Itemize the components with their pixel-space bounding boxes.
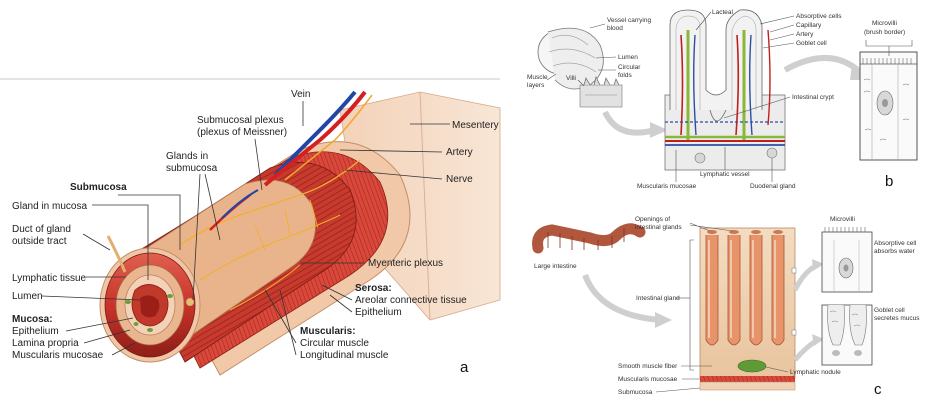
panel-a-tag: a bbox=[460, 359, 469, 376]
panel-b: Vessel carrying blood Lumen Circular fol… bbox=[527, 9, 918, 190]
label-longitudinal-muscle: Longitudinal muscle bbox=[300, 350, 389, 361]
label-absorptive-2: absorbs water bbox=[874, 248, 916, 255]
label-lamina-propria: Lamina propria bbox=[12, 338, 79, 349]
label-mucosa: Mucosa: bbox=[12, 314, 53, 325]
intestinal-gland-block bbox=[699, 227, 797, 391]
microvilli-cell-box bbox=[859, 51, 918, 161]
duct-of-gland bbox=[106, 235, 127, 273]
label-gland-in-mucosa: Gland in mucosa bbox=[12, 201, 87, 212]
artery-vessel bbox=[263, 90, 367, 187]
label-nerve: Nerve bbox=[446, 174, 473, 185]
goblet-cell-box bbox=[821, 304, 873, 366]
label-duct-1: Duct of gland bbox=[12, 224, 71, 235]
label-artery-a: Artery bbox=[446, 147, 473, 158]
label-circular-1: Circular bbox=[618, 64, 641, 71]
label-capillary: Capillary bbox=[796, 22, 822, 29]
small-intestine-sketch bbox=[537, 27, 623, 108]
label-lymphatic-vessel: Lymphatic vessel bbox=[700, 171, 750, 178]
panel-c: Large intestine Intestinal gland bbox=[532, 216, 920, 398]
label-duodenal-gland: Duodenal gland bbox=[750, 183, 796, 190]
label-serosa-epithelium: Epithelium bbox=[355, 307, 402, 318]
label-vessel-2: blood bbox=[607, 25, 623, 32]
label-vein: Vein bbox=[291, 89, 310, 100]
label-muscularis: Muscularis: bbox=[300, 326, 356, 337]
absorptive-cell-box bbox=[821, 227, 873, 293]
label-submucosal-plexus-1: Submucosal plexus bbox=[197, 115, 284, 126]
arrow-b-1 bbox=[602, 110, 656, 136]
label-myenteric-plexus: Myenteric plexus bbox=[368, 258, 443, 269]
panel-c-tag: c bbox=[874, 381, 882, 398]
label-villi: Villi bbox=[566, 75, 576, 82]
label-absorptive-cells: Absorptive cells bbox=[796, 13, 842, 20]
label-mesentery: Mesentery bbox=[452, 120, 499, 131]
label-glands-submucosa-2: submucosa bbox=[166, 163, 218, 174]
label-muscularis-mucosae-b: Muscularis mucosae bbox=[637, 183, 697, 190]
label-lymphatic-nodule: Lymphatic nodule bbox=[790, 369, 841, 376]
arrow-c-1 bbox=[582, 273, 661, 323]
arrow-b-2 bbox=[783, 55, 863, 75]
label-circular-2: folds bbox=[618, 72, 632, 79]
label-lymphatic-tissue: Lymphatic tissue bbox=[12, 273, 87, 284]
label-vessel-1: Vessel carrying bbox=[607, 17, 651, 24]
label-muscle-1: Muscle bbox=[527, 74, 548, 81]
label-submucosa-c: Submucosa bbox=[618, 389, 653, 396]
label-microvilli-b-2: (brush border) bbox=[864, 29, 905, 36]
label-intestinal-crypt: Intestinal crypt bbox=[792, 94, 834, 101]
label-lumen-a: Lumen bbox=[12, 291, 43, 302]
label-lumen-b: Lumen bbox=[618, 54, 638, 61]
vein-vessel bbox=[273, 90, 357, 177]
label-absorptive-1: Absorptive cell bbox=[874, 240, 917, 247]
label-lacteal: Lacteal bbox=[712, 9, 734, 16]
label-microvilli-c: Microvilli bbox=[830, 216, 855, 223]
nerve-vessel bbox=[284, 94, 373, 181]
label-goblet-2: secretes mucus bbox=[874, 315, 920, 322]
label-serosa: Serosa: bbox=[355, 283, 392, 294]
label-large-intestine: Large intestine bbox=[534, 263, 577, 270]
label-goblet-cell-b: Goblet cell bbox=[796, 40, 827, 47]
villus-block bbox=[664, 9, 786, 171]
label-artery-b: Artery bbox=[796, 31, 814, 38]
panel-b-tag: b bbox=[885, 173, 893, 190]
label-submucosal-plexus-2: (plexus of Meissner) bbox=[197, 127, 287, 138]
label-epithelium-a: Epithelium bbox=[12, 326, 59, 337]
label-microvilli-b-1: Microvilli bbox=[872, 20, 897, 27]
label-circular-muscle: Circular muscle bbox=[300, 338, 369, 349]
label-submucosa-a: Submucosa bbox=[70, 182, 127, 193]
label-duct-2: outside tract bbox=[12, 236, 67, 247]
large-intestine-icon bbox=[532, 223, 646, 254]
label-openings-1: Openings of bbox=[635, 216, 670, 223]
label-openings-2: intestinal glands bbox=[635, 224, 682, 231]
nerve-branches bbox=[179, 159, 361, 246]
label-muscularis-mucosae-a: Muscularis mucosae bbox=[12, 350, 104, 361]
label-smooth-muscle: Smooth muscle fiber bbox=[618, 363, 678, 370]
label-areolar: Areolar connective tissue bbox=[355, 295, 467, 306]
label-intestinal-gland: Intestinal gland bbox=[636, 295, 680, 302]
label-glands-submucosa-1: Glands in bbox=[166, 151, 208, 162]
label-muscularis-mucosae-c: Muscularis mucosae bbox=[618, 376, 678, 383]
panel-a: Vein Submucosal plexus (plexus of Meissn… bbox=[0, 78, 501, 376]
label-goblet-1: Goblet cell bbox=[874, 307, 905, 314]
label-muscle-2: layers bbox=[527, 82, 545, 89]
